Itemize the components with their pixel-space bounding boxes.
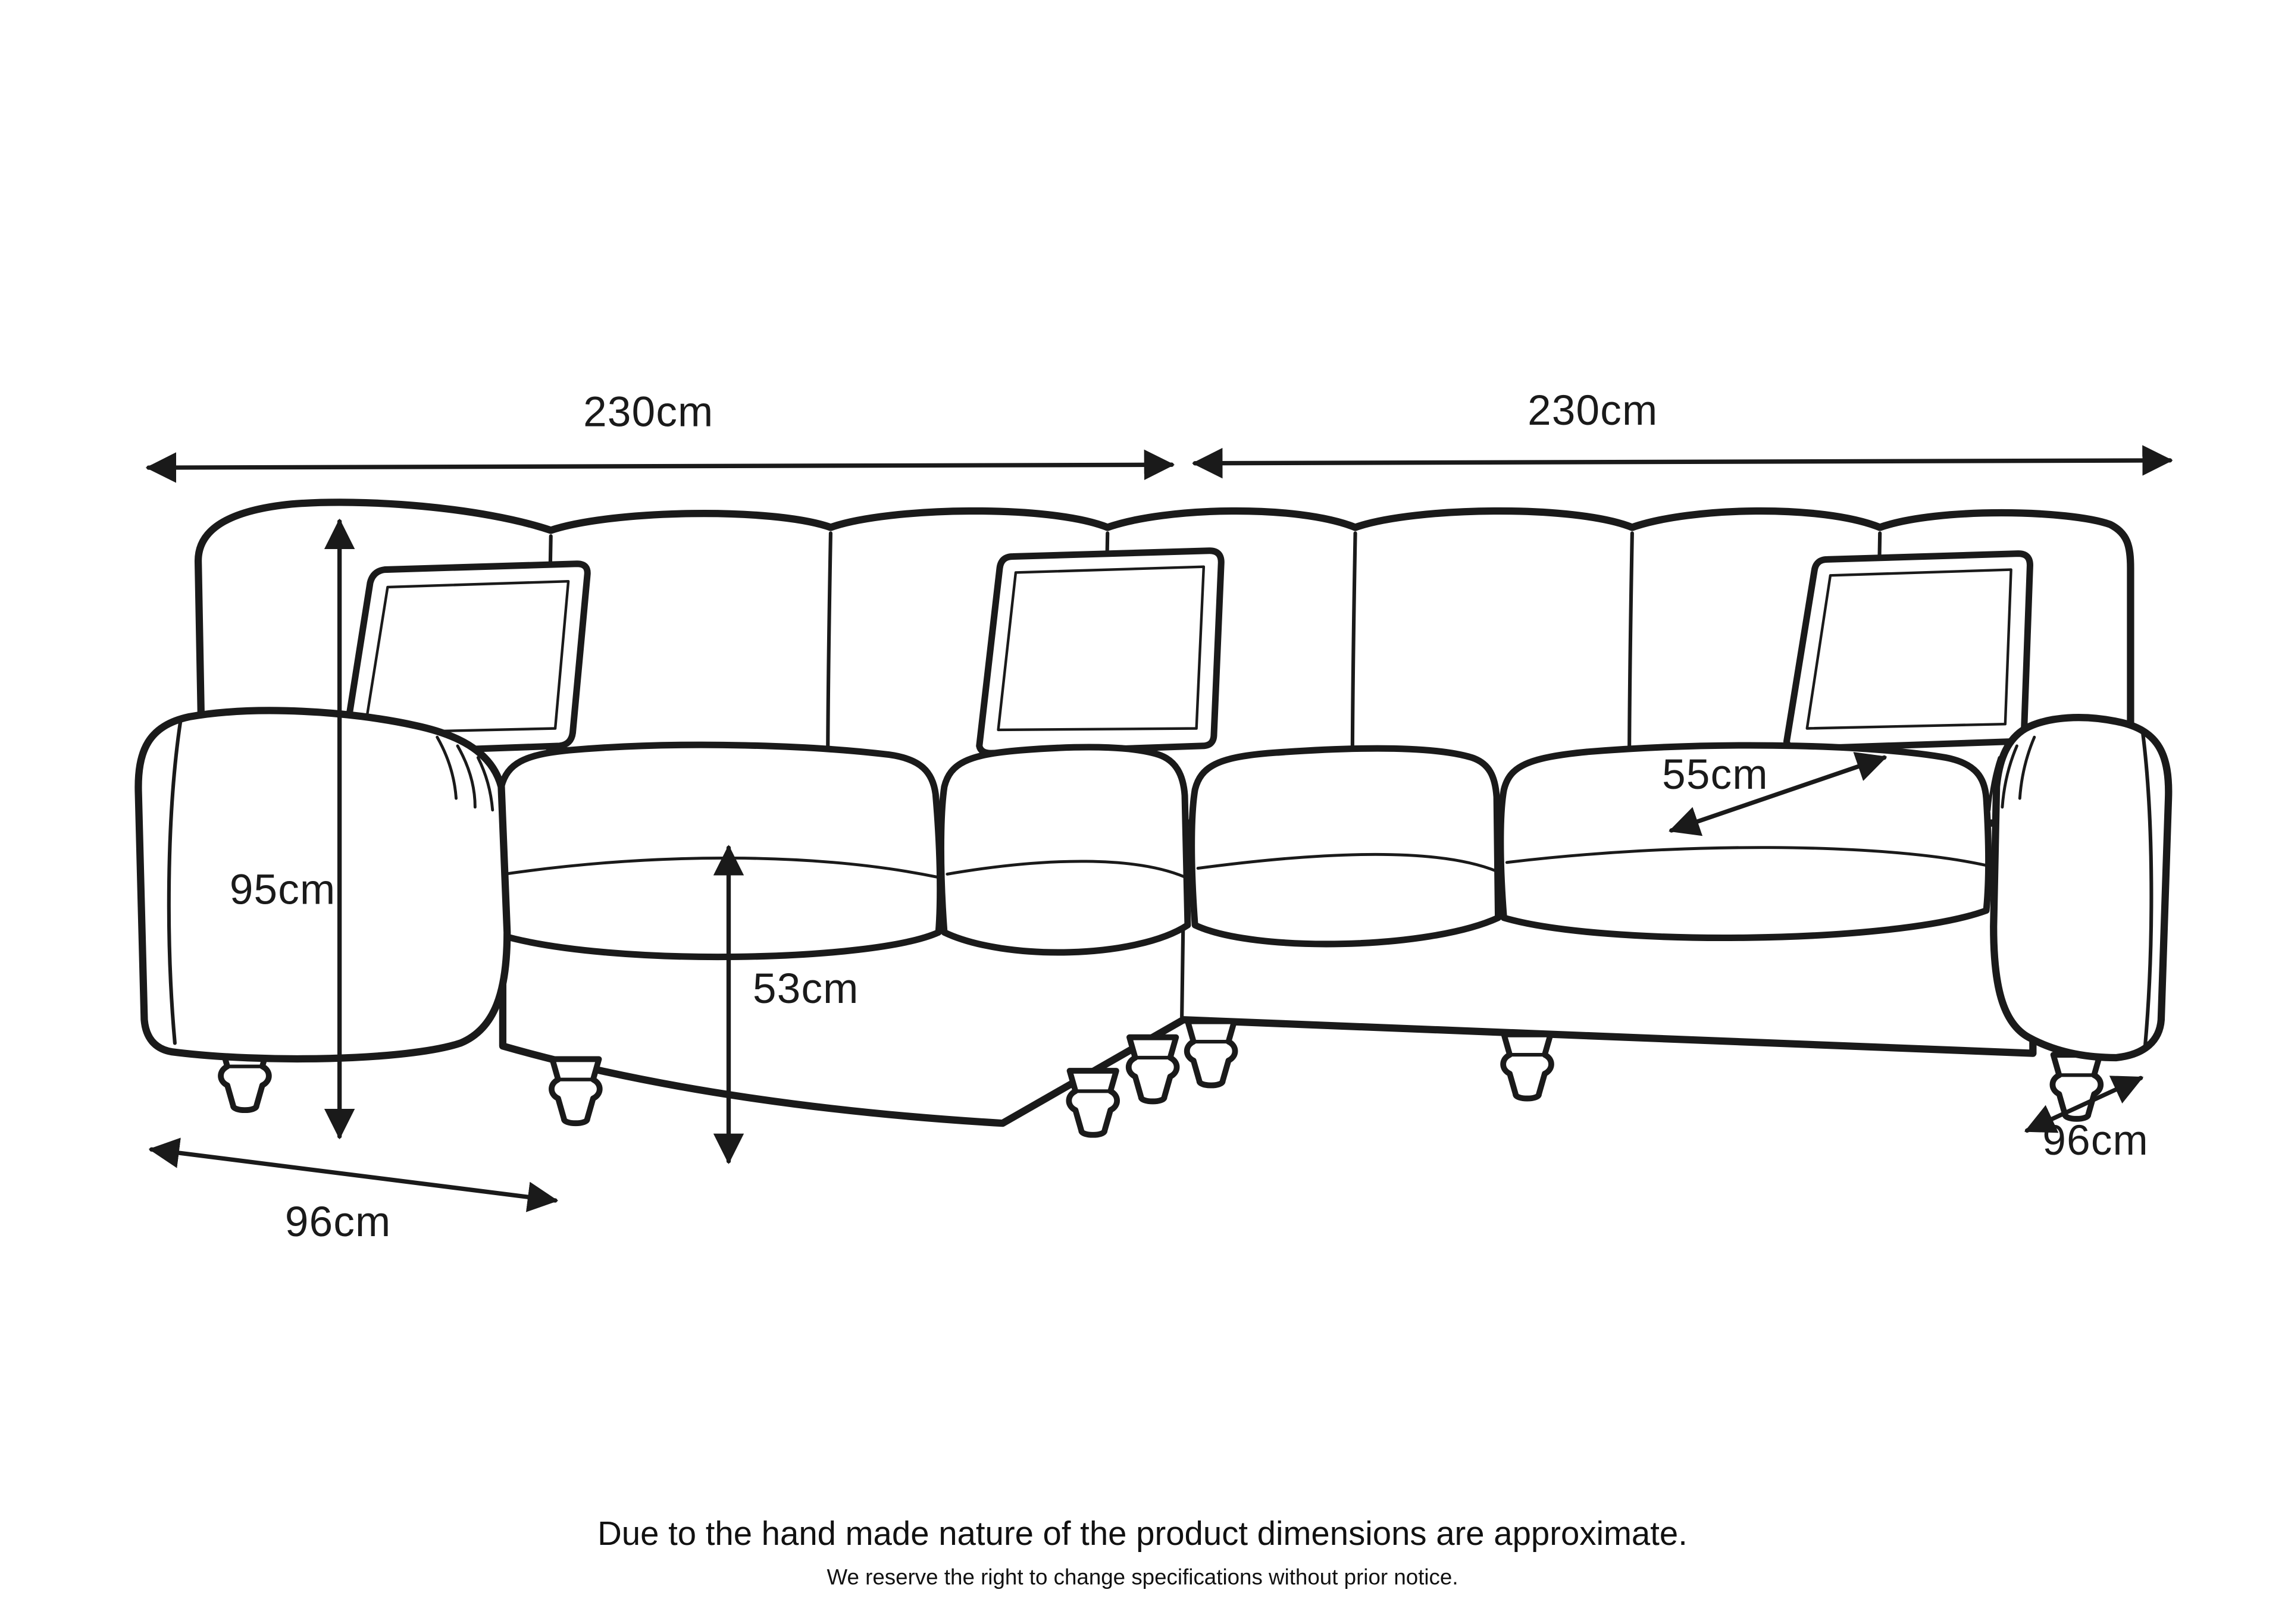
arrow-depth-right-96 — [2024, 1076, 2144, 1133]
arrow-depth-left-96 — [148, 1137, 559, 1212]
dim-label-height: 95cm — [229, 867, 336, 914]
dim-label-depth-right: 96cm — [2042, 1118, 2149, 1165]
seat-cushion-left-1 — [493, 741, 944, 961]
seat-cushion-left-2 — [937, 744, 1191, 956]
foot-left-front — [552, 1059, 600, 1123]
dim-label-width-left: 230cm — [583, 390, 714, 437]
arrow-seat-depth-55 — [1669, 752, 1888, 836]
dim-label-depth-left: 96cm — [284, 1199, 392, 1247]
foot-corner-b — [1129, 1037, 1177, 1102]
arm-left — [134, 707, 511, 1063]
foot-corner-a — [1069, 1071, 1117, 1135]
dim-label-seat-depth: 55cm — [1662, 752, 1768, 800]
seat-cushion-right-1 — [1188, 745, 1502, 948]
foot-right-front — [1503, 1034, 1551, 1099]
scatter-cushion-right — [1783, 550, 2033, 753]
dim-label-width-right: 230cm — [1527, 388, 1658, 435]
sofa-arms — [134, 707, 2173, 1063]
footer-note-primary: Due to the hand made nature of the produ… — [597, 1514, 1688, 1553]
arrow-width-left — [145, 449, 1175, 483]
foot-corner-c — [1187, 1021, 1235, 1086]
arrow-width-right — [1192, 445, 2173, 479]
dim-label-seat-height: 53cm — [753, 966, 859, 1014]
arm-right — [1990, 714, 2173, 1062]
footer-note-secondary: We reserve the right to change specifica… — [827, 1565, 1458, 1591]
